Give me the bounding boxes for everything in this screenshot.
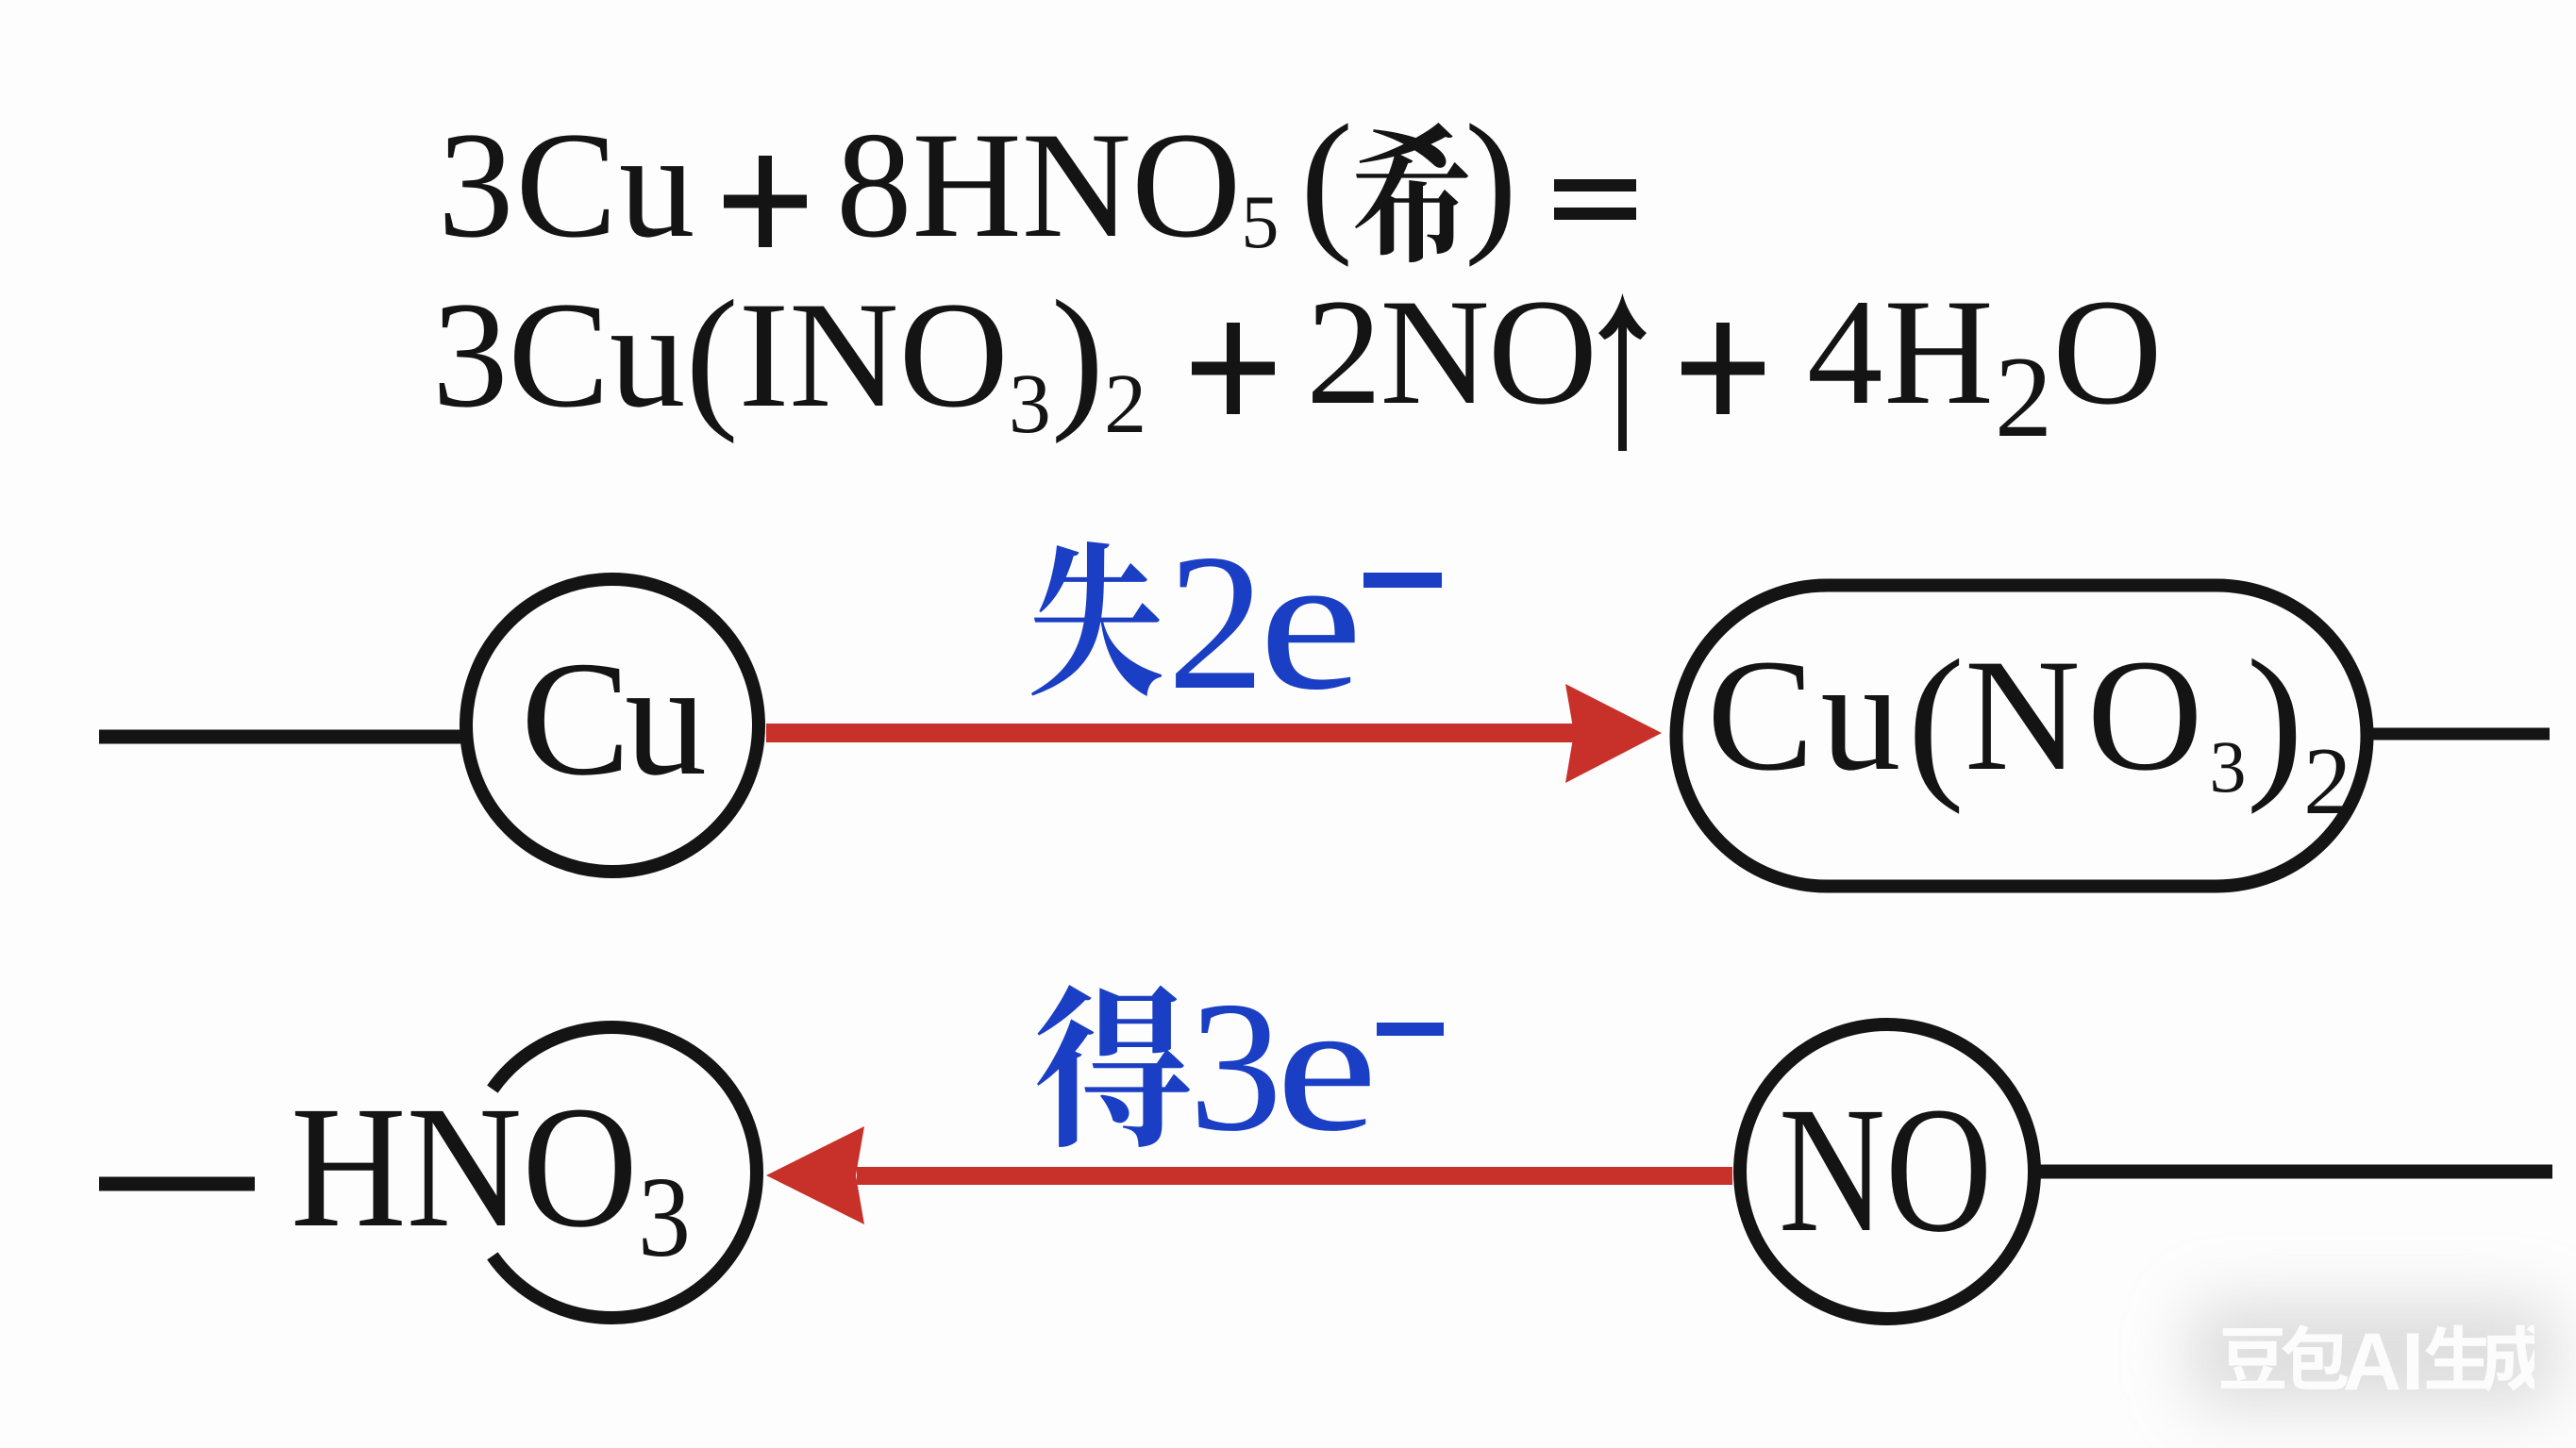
svg-text:AI: AI (2343, 1323, 2424, 1394)
